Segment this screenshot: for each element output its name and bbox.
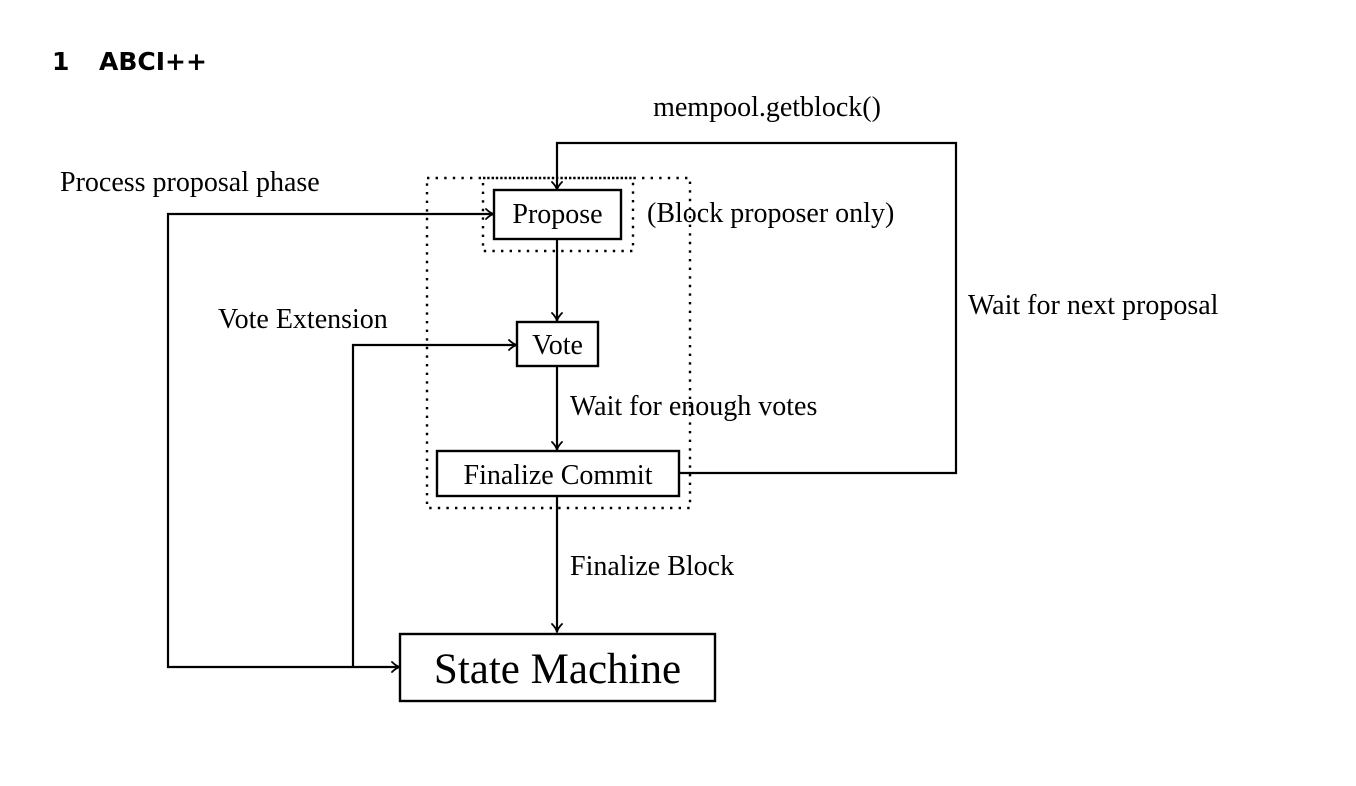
label-mempool-getblock: mempool.getblock() <box>653 92 881 123</box>
label-wait-enough-votes: Wait for enough votes <box>570 391 817 422</box>
node-finalize-commit: Finalize Commit <box>435 449 681 498</box>
node-vote: Vote <box>515 320 600 368</box>
label-process-proposal-phase: Process proposal phase <box>60 167 320 198</box>
edge-process-proposal <box>166 208 495 669</box>
node-finalize-commit-label: Finalize Commit <box>464 460 653 491</box>
section-title: ABCI++ <box>99 47 207 76</box>
consensus-group-frame <box>425 176 692 510</box>
node-state-machine-label: State Machine <box>434 646 681 693</box>
edge-vote-extension <box>351 339 518 667</box>
label-wait-next-proposal: Wait for next proposal <box>968 290 1219 321</box>
node-propose-label: Propose <box>512 199 602 230</box>
label-block-proposer-only: (Block proposer only) <box>647 198 894 229</box>
label-finalize-block: Finalize Block <box>570 551 734 582</box>
label-vote-extension: Vote Extension <box>218 304 388 335</box>
section-number: 1 <box>52 47 69 76</box>
node-propose: Propose <box>492 188 623 241</box>
node-state-machine: State Machine <box>398 632 717 703</box>
node-vote-label: Vote <box>532 330 583 361</box>
edge-next-proposal <box>551 141 958 475</box>
